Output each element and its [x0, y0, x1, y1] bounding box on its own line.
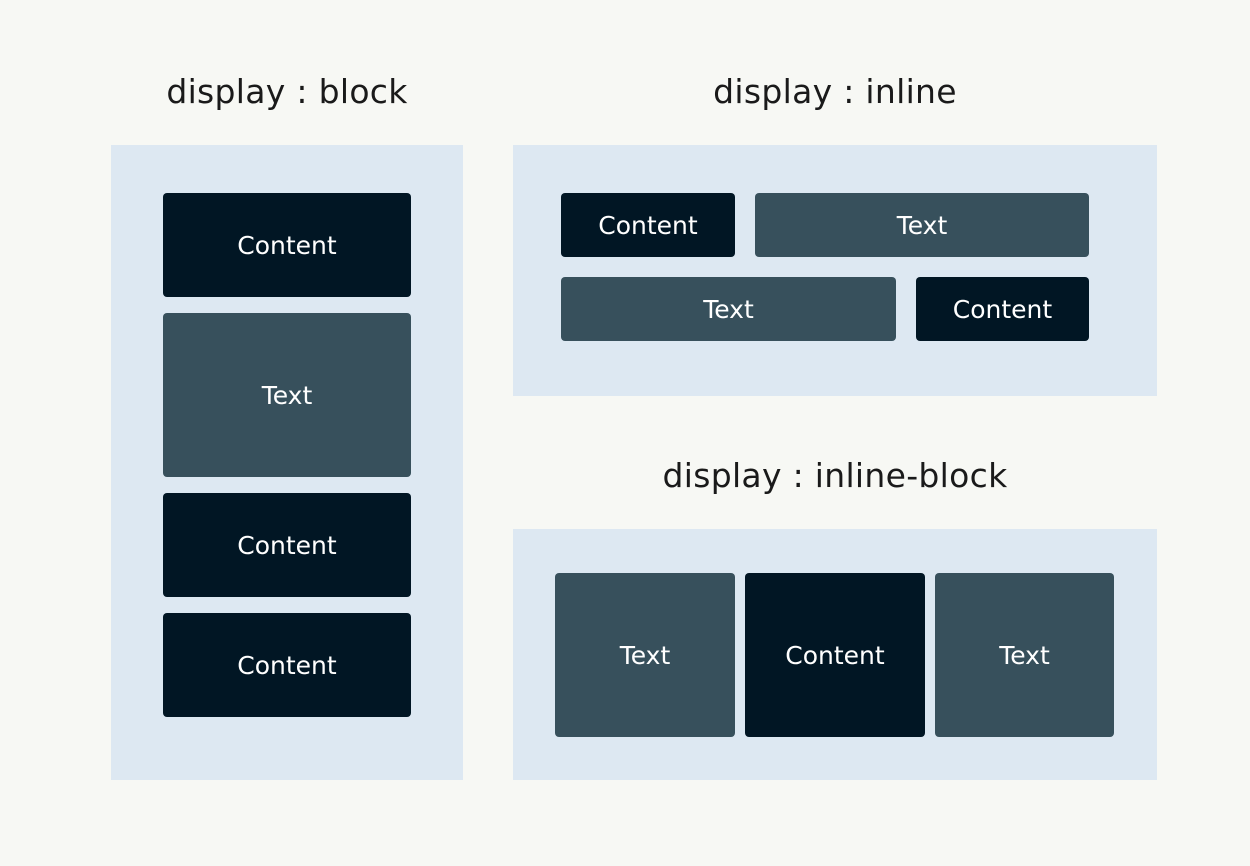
inline-title: display : inline [713, 72, 957, 111]
inline-panel [513, 145, 1157, 396]
inline-block-item: Text [935, 573, 1114, 737]
inline-item: Text [755, 193, 1089, 257]
inline-item: Text [561, 277, 896, 341]
inline-block-title: display : inline-block [662, 456, 1008, 495]
block-item: Text [163, 313, 411, 477]
inline-block-item: Text [555, 573, 735, 737]
block-item: Content [163, 613, 411, 717]
block-item: Content [163, 193, 411, 297]
block-item: Content [163, 493, 411, 597]
inline-item: Content [561, 193, 735, 257]
inline-block-item: Content [745, 573, 925, 737]
block-title: display : block [166, 72, 408, 111]
inline-item: Content [916, 277, 1089, 341]
